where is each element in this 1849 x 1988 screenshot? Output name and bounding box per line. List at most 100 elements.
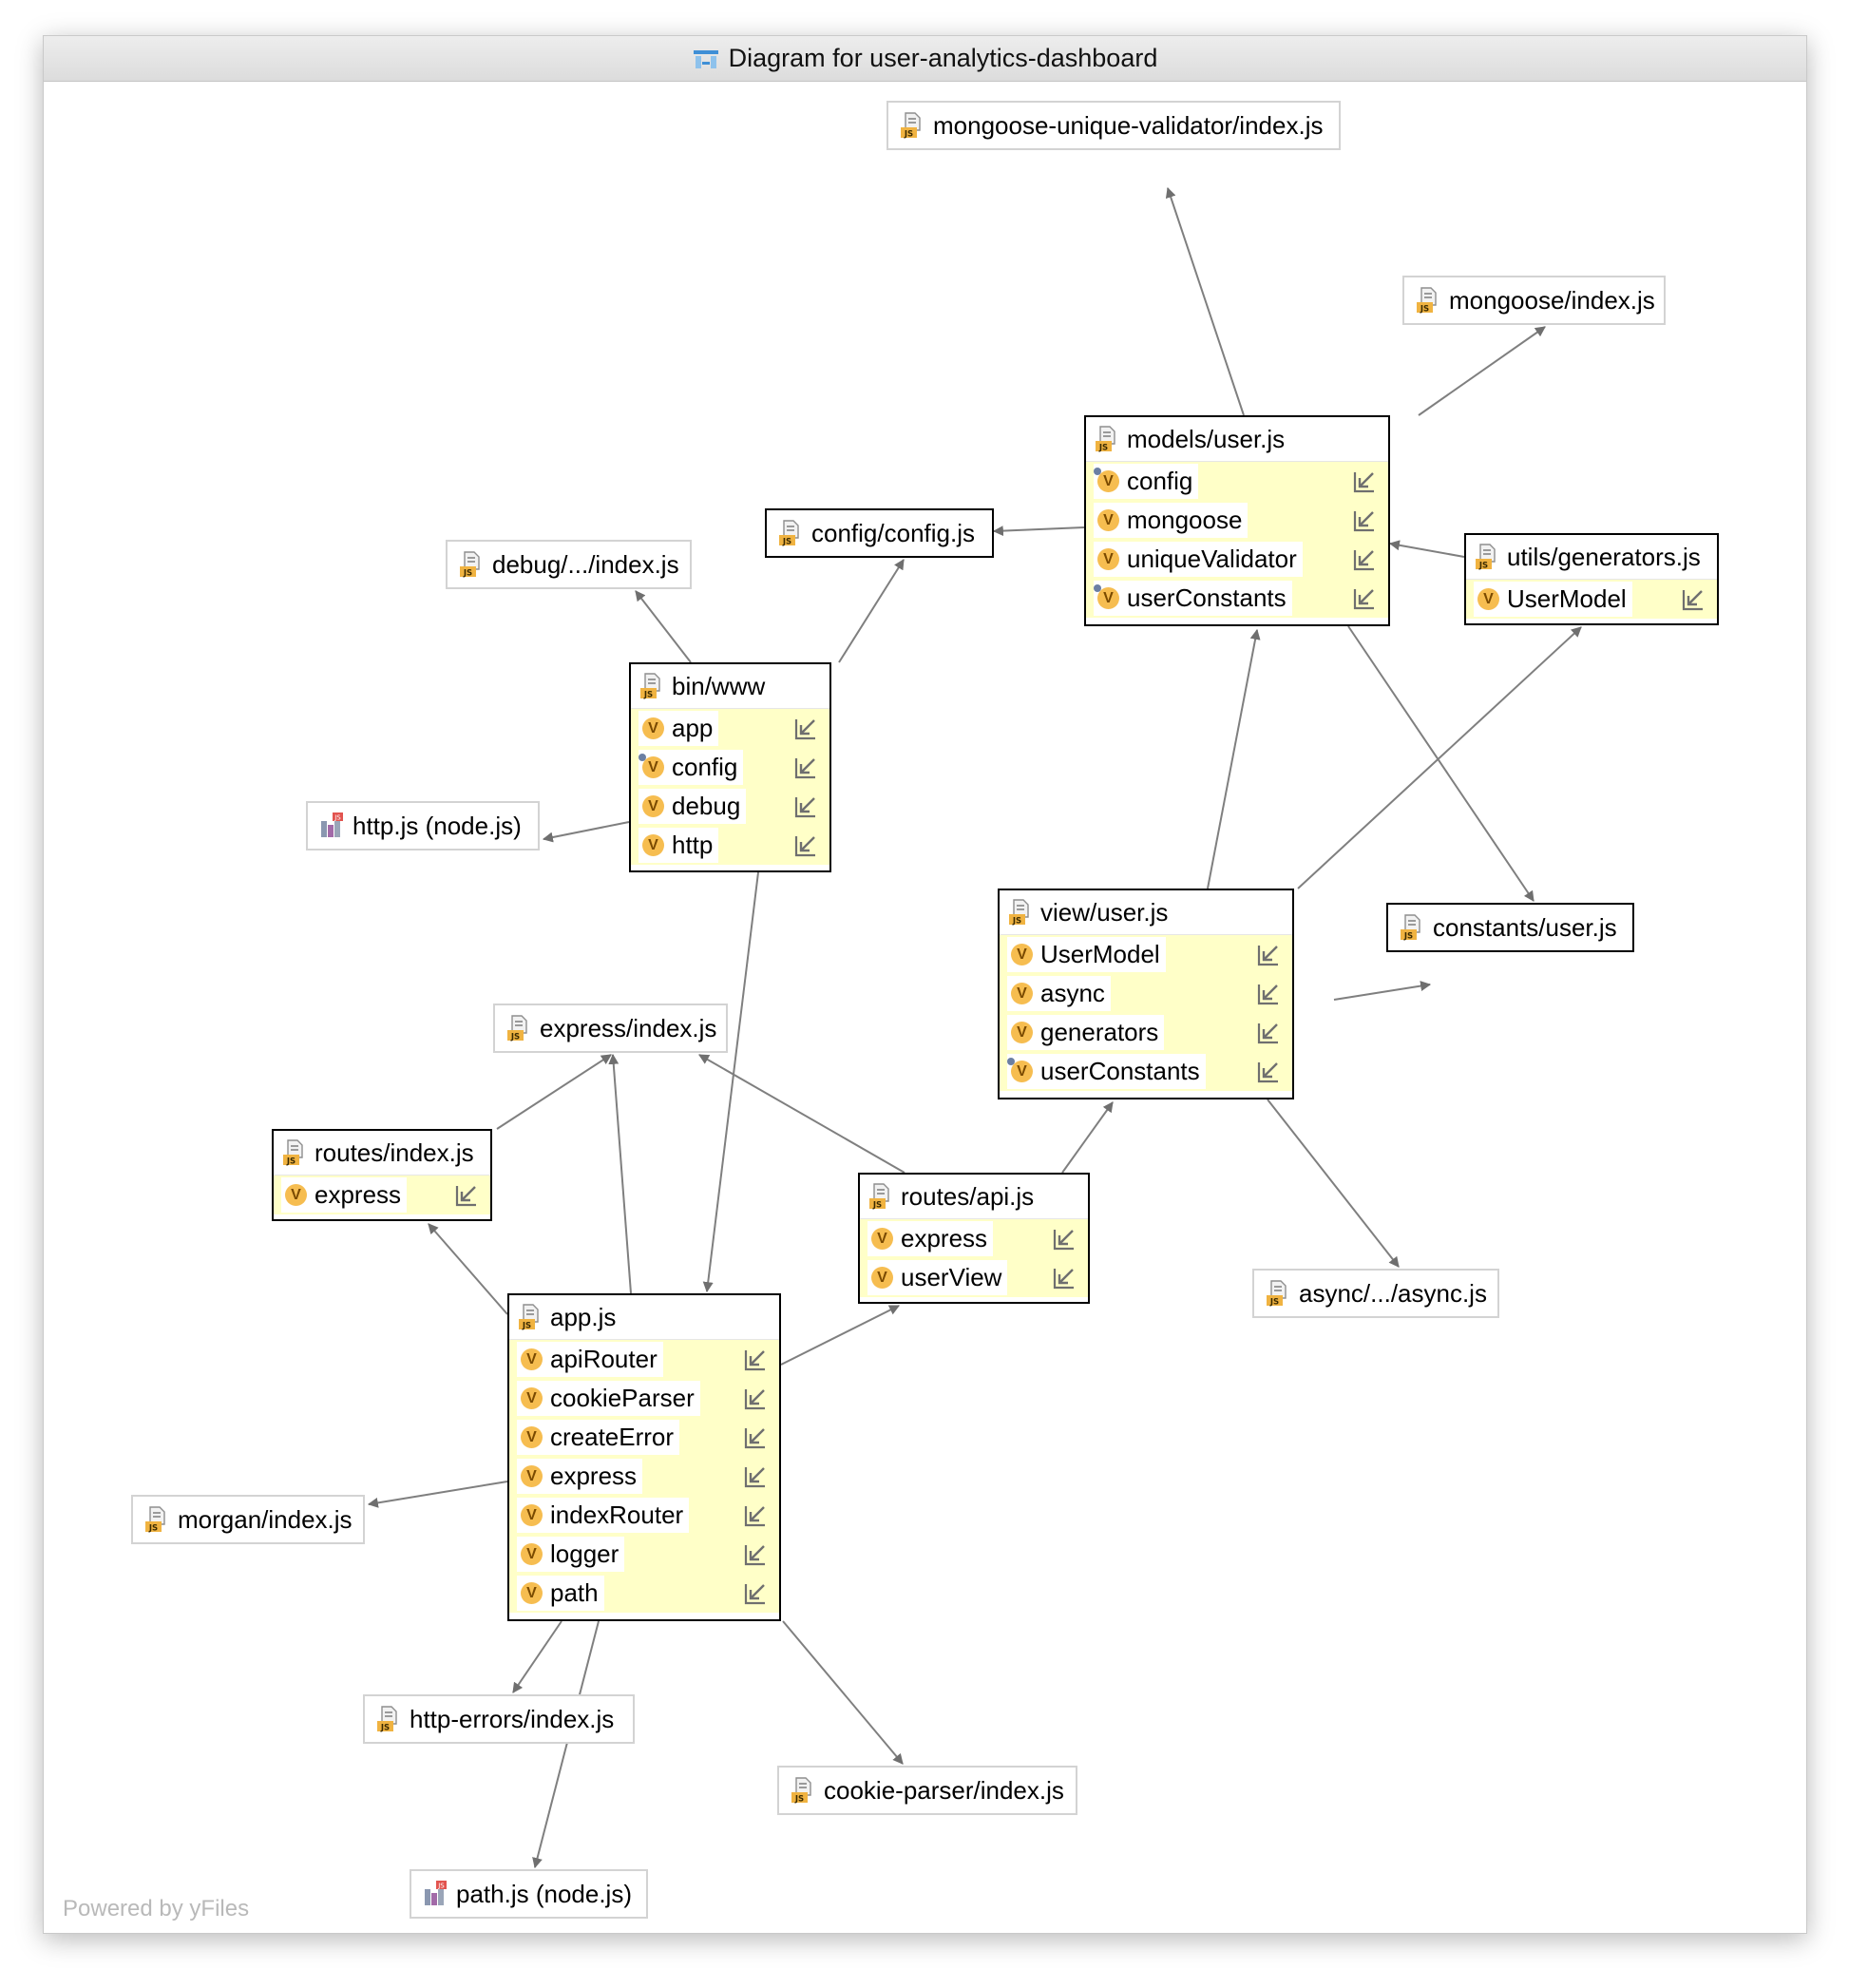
arrow-in-icon[interactable] (1052, 1266, 1077, 1290)
variable-v-icon: V (1097, 509, 1119, 531)
svg-text:JS: JS (643, 691, 653, 700)
variable-v-icon: V (521, 1426, 543, 1448)
arrow-in-icon[interactable] (793, 717, 818, 741)
arrow-in-icon[interactable] (1352, 469, 1377, 494)
arrow-in-icon[interactable] (1256, 943, 1281, 967)
arrow-in-icon[interactable] (1256, 1060, 1281, 1084)
edge-app-to-routes-index (428, 1223, 508, 1315)
arrow-in-icon[interactable] (743, 1386, 768, 1411)
arrow-in-icon[interactable] (793, 755, 818, 780)
variable-v-icon: V (871, 1228, 893, 1250)
arrow-in-icon[interactable] (743, 1581, 768, 1606)
arrow-in-icon[interactable] (743, 1348, 768, 1372)
edge-bin-www-to-app (702, 871, 759, 1293)
arrow-in-icon[interactable] (1256, 982, 1281, 1006)
field-name: debug (672, 792, 741, 820)
field-name: userView (901, 1263, 1002, 1291)
js-file-icon: JS (1417, 287, 1437, 314)
arrow-in-icon[interactable] (1352, 547, 1377, 572)
arrow-in-icon[interactable] (1256, 1021, 1281, 1045)
node-builtin-icon: JS (425, 1881, 447, 1905)
arrow-in-icon[interactable] (1352, 586, 1377, 611)
variable-v-icon: V (521, 1504, 543, 1526)
arrow-in-icon[interactable] (1352, 508, 1377, 533)
title-bar: Diagram for user-analytics-dashboard (44, 36, 1806, 82)
module-title: models/user.js (1127, 424, 1286, 453)
edge-routes-index-to-express-index (496, 1054, 612, 1130)
variable-v-icon: V (642, 717, 664, 739)
arrow-in-icon[interactable] (1052, 1227, 1077, 1252)
svg-text:JS: JS (1012, 917, 1021, 927)
arrow-in-icon[interactable] (454, 1183, 479, 1208)
svg-text:JS: JS (437, 1883, 445, 1890)
field-name: express (315, 1180, 402, 1209)
svg-text:JS: JS (286, 1157, 295, 1167)
arrow-in-icon[interactable] (793, 833, 818, 858)
arrow-in-icon[interactable] (1681, 587, 1706, 612)
arrow-in-icon[interactable] (743, 1425, 768, 1450)
arrow-in-icon[interactable] (793, 794, 818, 819)
arrow-in-icon[interactable] (743, 1542, 768, 1567)
arrow-in-icon[interactable] (743, 1503, 768, 1528)
window-title: Diagram for user-analytics-dashboard (728, 44, 1158, 72)
variable-v-icon: V (642, 795, 664, 817)
arrow-in-icon[interactable] (743, 1464, 768, 1489)
